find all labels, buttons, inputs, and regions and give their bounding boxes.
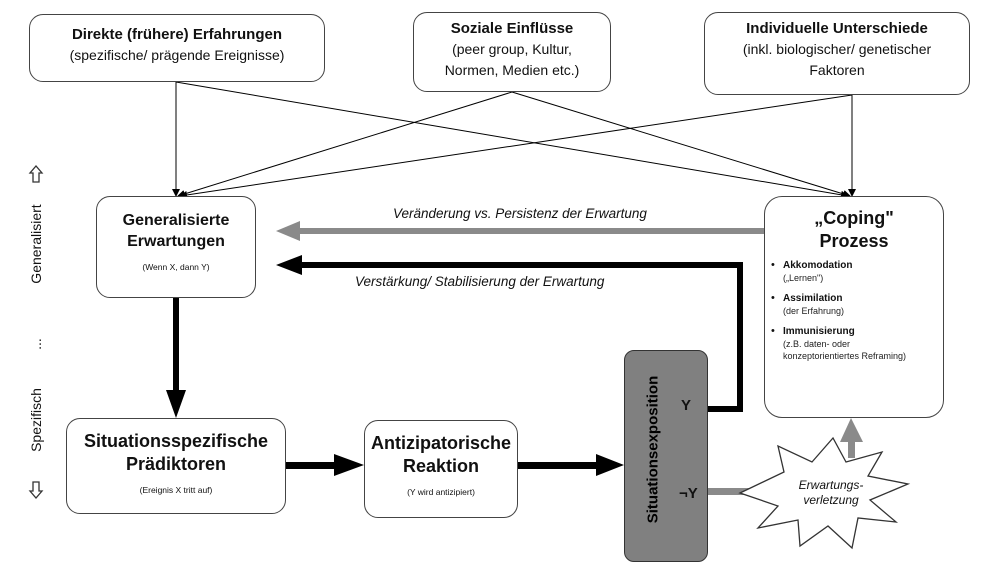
coping-list: Akkomodation („Lernen") Assimilation (de… [765,259,943,362]
pointing-hand-down-icon [28,481,44,499]
anticipatory-title-2: Reaktion [402,456,480,476]
arrow-anticipatory-to-exposure [518,454,624,476]
coping-item: Akkomodation („Lernen") [771,259,943,284]
arrow-reinforce [276,255,743,412]
arrow-change [276,221,764,241]
generalized-note: (Wenn X, dann Y) [142,262,210,272]
predictors-title-1: Situationsspezifische [83,431,269,451]
expectation-violation-text: Erwartungs- verletzung [776,478,886,508]
individual-differences-title: Individuelle Unterschiede [746,20,928,37]
generalized-title-2: Erwartungen [127,233,225,250]
violation-line-1: Erwartungs- [798,478,864,492]
side-label-generalized: Generalisiert [28,204,44,284]
anticipatory-note: (Y wird antizipiert) [407,487,475,497]
situation-exposure-box: Situationsexposition Y ¬Y [624,350,708,562]
coping-title-2: Prozess [819,231,889,251]
generalized-title-1: Generalisierte [122,212,230,229]
coping-item: Assimilation (der Erfahrung) [771,292,943,317]
anticipatory-reaction-box: Antizipatorische Reaktion (Y wird antizi… [364,420,518,518]
side-label-ellipsis: ... [28,338,44,350]
direct-experiences-box: Direkte (frühere) Erfahrungen (spezifisc… [29,14,325,82]
arrow-generalized-to-predictors [166,298,186,418]
individual-differences-box: Individuelle Unterschiede (inkl. biologi… [704,12,970,95]
social-influences-sub2: Normen, Medien etc.) [444,62,580,78]
line-noty-to-violation [705,488,750,495]
direct-experiences-sub: (spezifische/ prägende Ereignisse) [69,47,285,63]
social-influences-box: Soziale Einflüsse (peer group, Kultur, N… [413,12,611,92]
predictors-note: (Ereignis X tritt auf) [139,485,213,495]
coping-title-1: „Coping" [814,208,894,228]
social-influences-title: Soziale Einflüsse [450,20,574,37]
individual-differences-sub1: (inkl. biologischer/ genetischer [742,41,932,57]
pointing-hand-up-icon [28,165,44,183]
arrow-violation-to-coping [840,418,863,458]
individual-differences-sub2: Faktoren [809,62,865,78]
line-social-to-generalized [177,91,513,198]
violation-line-2: verletzung [803,493,859,507]
situation-exposure-label: Situationsexposition [644,375,662,524]
social-influences-sub1: (peer group, Kultur, [452,41,572,57]
direct-experiences-title: Direkte (frühere) Erfahrungen [71,26,283,43]
generalized-expectations-box: Generalisierte Erwartungen (Wenn X, dann… [96,196,256,298]
coping-process-box: „Coping" Prozess Akkomodation („Lernen")… [764,196,944,418]
line-individual-to-generalized [179,94,853,199]
label-change-vs-persistence: Veränderung vs. Persistenz der Erwartung [393,206,647,221]
y-label: Y [681,397,692,414]
line-social-to-coping [511,91,851,198]
violation-starburst [738,436,911,550]
not-y-label: ¬Y [679,485,698,502]
side-label-specific: Spezifisch [28,388,44,452]
predictors-title-2: Prädiktoren [125,454,227,474]
coping-item: Immunisierung (z.B. daten- oder konzepto… [771,325,943,362]
line-direct-to-coping [175,81,849,199]
label-reinforcement: Verstärkung/ Stabilisierung der Erwartun… [355,274,605,289]
situational-predictors-box: Situationsspezifische Prädiktoren (Ereig… [66,418,286,514]
arrow-predictors-to-anticipatory [286,454,364,476]
anticipatory-title-1: Antizipatorische [370,433,512,453]
